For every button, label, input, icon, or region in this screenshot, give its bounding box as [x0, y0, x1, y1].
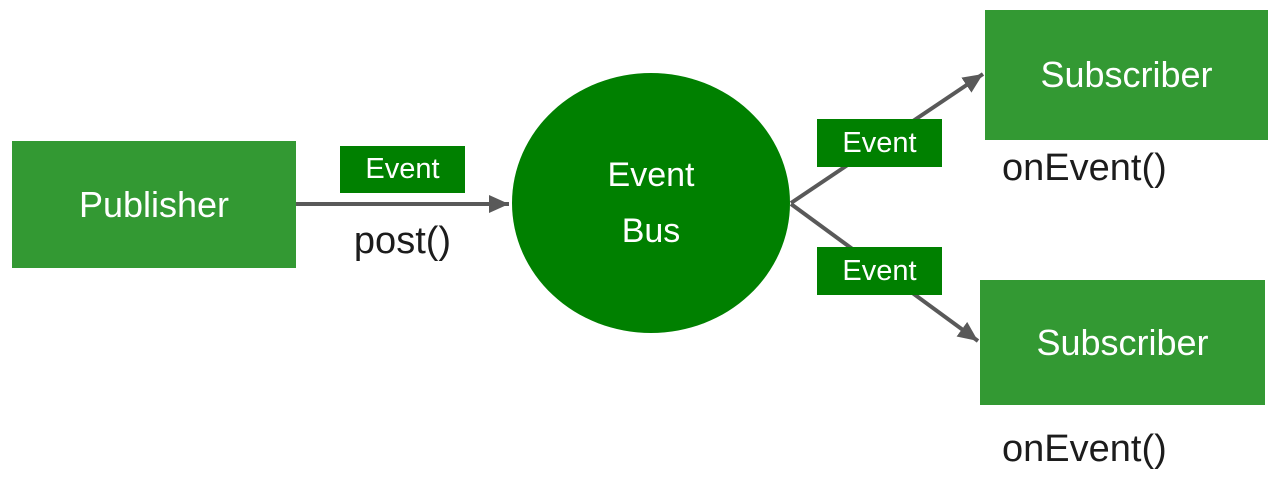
publisher-box: Publisher — [12, 141, 296, 268]
event-badge-deliver-top: Event — [817, 119, 942, 167]
event-badge-top-label: Event — [842, 126, 917, 159]
subscriber-1-method-label: onEvent() — [1002, 147, 1167, 189]
event-bus-label-line2: Bus — [621, 212, 681, 250]
subscriber-2-method-label: onEvent() — [1002, 428, 1167, 470]
subscriber-box-2: Subscriber — [980, 280, 1265, 405]
event-badge-publish: Event — [340, 146, 465, 193]
publisher-label: Publisher — [78, 183, 230, 225]
post-method-label: post() — [353, 220, 452, 262]
subscriber-1-label: Subscriber — [1040, 54, 1213, 95]
event-badge-publish-label: Event — [365, 153, 440, 185]
subscriber-2-label: Subscriber — [1036, 321, 1209, 363]
subscriber-box-1: Subscriber — [985, 10, 1268, 140]
event-badge-bottom-label: Event — [842, 254, 917, 287]
event-bus-circle: Event Bus — [512, 73, 790, 333]
event-bus-label-line1: Event — [607, 156, 695, 194]
event-badge-deliver-bottom: Event — [817, 247, 942, 295]
